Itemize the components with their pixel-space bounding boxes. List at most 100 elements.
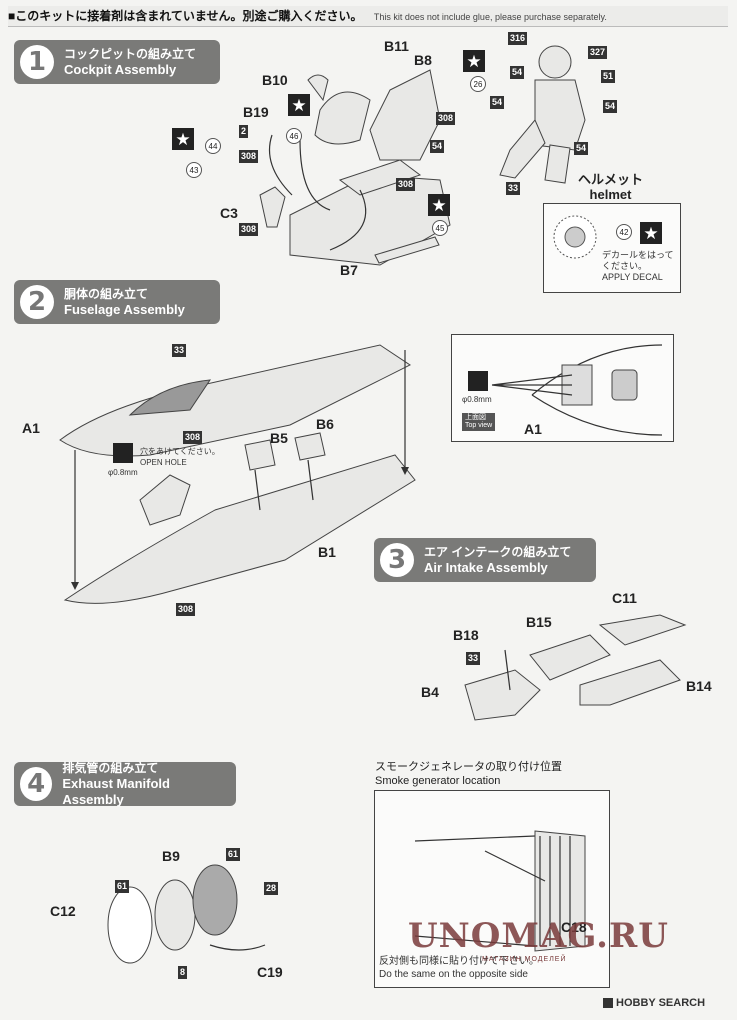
paint-code: 308 — [239, 223, 259, 236]
helmet-panel: 42 ★ デカールをはって ください。 APPLY DECAL — [543, 203, 681, 293]
helmet-note-jp: デカールをはって — [602, 250, 674, 260]
paint-code: 33 — [466, 652, 481, 665]
paint-code: 61 — [115, 880, 130, 893]
top-view-badge: 上面図 Top view — [462, 413, 496, 431]
part-box: 2 — [239, 125, 249, 138]
drill-icon — [113, 443, 133, 463]
helmet-note-en: APPLY DECAL — [602, 272, 663, 282]
smoke-panel: C18 反対側も同様に貼り付けて下さい。 Do the same on the … — [374, 790, 610, 988]
brand-logo: HOBBY SEARCH — [603, 997, 705, 1009]
glue-note-en: This kit does not include glue, please p… — [373, 12, 607, 22]
part-label: A1 — [22, 420, 40, 436]
paint-code: 308 — [436, 112, 456, 125]
part-label: C19 — [257, 964, 283, 980]
part-label: B18 — [453, 627, 479, 643]
open-hole-en: OPEN HOLE — [140, 458, 187, 467]
fuselage-drawing — [59, 344, 416, 604]
helmet-note: デカールをはって ください。 APPLY DECAL — [602, 250, 674, 283]
step-title-en: Cockpit Assembly — [64, 62, 177, 77]
intake-drawing — [464, 614, 687, 721]
part-label: B11 — [384, 38, 409, 54]
part-label: C12 — [50, 903, 76, 919]
paint-code: 308 — [183, 431, 203, 444]
paint-code: 54 — [510, 66, 525, 79]
part-label: B15 — [526, 614, 552, 630]
part-label: B10 — [262, 72, 288, 88]
helmet-title-en: helmet — [589, 187, 632, 202]
part-label: B14 — [686, 678, 712, 694]
hole-size: φ0.8mm — [108, 468, 138, 477]
top-view-panel: φ0.8mm 上面図 Top view A1 — [451, 334, 674, 442]
part-label: B4 — [421, 684, 439, 700]
decal-star-icon: ★ — [288, 94, 310, 116]
decal-number: 26 — [470, 76, 486, 92]
step-number: 2 — [20, 285, 54, 319]
paint-code: 33 — [172, 344, 187, 357]
top-view-jp: 上面図 — [465, 414, 486, 421]
smoke-note-en: Do the same on the opposite side — [379, 969, 528, 980]
part-label: B6 — [316, 416, 334, 432]
paint-code: 308 — [239, 150, 259, 163]
smoke-title-jp: スモークジェネレータの取り付け位置 — [375, 761, 562, 773]
part-label: B9 — [162, 848, 180, 864]
helmet-title-jp: ヘルメット — [578, 172, 644, 187]
decal-number: 46 — [286, 128, 302, 144]
glue-note-jp: ■このキットに接着剤は含まれていません。別途ご購入ください。 — [8, 9, 363, 23]
step-number: 4 — [20, 767, 53, 801]
paint-code: 51 — [601, 70, 616, 83]
paint-code: 308 — [396, 178, 416, 191]
smoke-note-jp: 反対側も同様に貼り付けて下さい。 — [379, 956, 539, 967]
part-label: C11 — [612, 590, 637, 606]
decal-star-icon: ★ — [172, 128, 194, 150]
helmet-title: ヘルメット helmet — [578, 172, 643, 202]
step-title-en: Exhaust Manifold Assembly — [62, 776, 170, 807]
helmet-note-jp: ください。 — [602, 261, 648, 271]
exhaust-drawing — [107, 864, 266, 964]
pilot-figure — [499, 45, 586, 184]
decal-number: 43 — [186, 162, 202, 178]
watermark: UNOMAG.RU — [408, 916, 669, 956]
part-label: B5 — [270, 430, 288, 446]
open-hole-note: 穴をあけてください。 OPEN HOLE — [140, 446, 220, 468]
paint-code: 54 — [490, 96, 505, 109]
paint-code: 54 — [574, 142, 589, 155]
top-view-en: Top view — [465, 422, 493, 429]
step-2-header: 2 胴体の組み立て Fuselage Assembly — [14, 280, 220, 324]
step-title-jp: 排気管の組み立て — [62, 761, 159, 775]
decal-star-icon: ★ — [428, 194, 450, 216]
decal-star-icon: ★ — [463, 50, 485, 72]
step-number: 3 — [380, 543, 414, 577]
part-label: B19 — [243, 104, 269, 120]
step-3-header: 3 エア インテークの組み立て Air Intake Assembly — [374, 538, 596, 582]
cockpit-drawing — [259, 69, 451, 266]
step-1-header: 1 コックピットの組み立て Cockpit Assembly — [14, 40, 220, 84]
decal-number: 44 — [205, 138, 221, 154]
paint-code: 308 — [176, 603, 196, 616]
part-label: C3 — [220, 205, 238, 221]
paint-code: 54 — [603, 100, 618, 113]
step-title-jp: 胴体の組み立て — [64, 287, 149, 301]
paint-code: 33 — [506, 182, 521, 195]
brand-icon — [603, 998, 613, 1009]
decal-number: 45 — [432, 220, 448, 236]
step-title-jp: エア インテークの組み立て — [424, 545, 572, 559]
glue-notice-bar: ■このキットに接着剤は含まれていません。別途ご購入ください。 This kit … — [8, 6, 728, 27]
paint-code: 8 — [178, 966, 188, 979]
part-label: B7 — [340, 262, 358, 278]
paint-code: 327 — [588, 46, 608, 59]
step-number: 1 — [20, 45, 54, 79]
detail-hole-size: φ0.8mm — [462, 395, 492, 404]
drill-icon — [468, 371, 488, 391]
decal-star-icon: ★ — [640, 222, 662, 244]
decal-number: 42 — [616, 224, 632, 240]
smoke-title-en: Smoke generator location — [375, 775, 501, 787]
paint-code: 61 — [226, 848, 241, 861]
paint-code: 54 — [430, 140, 445, 153]
paint-code: 316 — [508, 32, 528, 45]
step-title-en: Fuselage Assembly — [64, 302, 185, 317]
brand-name: HOBBY SEARCH — [616, 997, 706, 1009]
watermark-sub: МАГАЗИН МОДЕЛЕЙ — [482, 956, 567, 963]
step-title-jp: コックピットの組み立て — [64, 47, 197, 61]
part-label: B8 — [414, 52, 432, 68]
part-label: A1 — [524, 421, 542, 437]
